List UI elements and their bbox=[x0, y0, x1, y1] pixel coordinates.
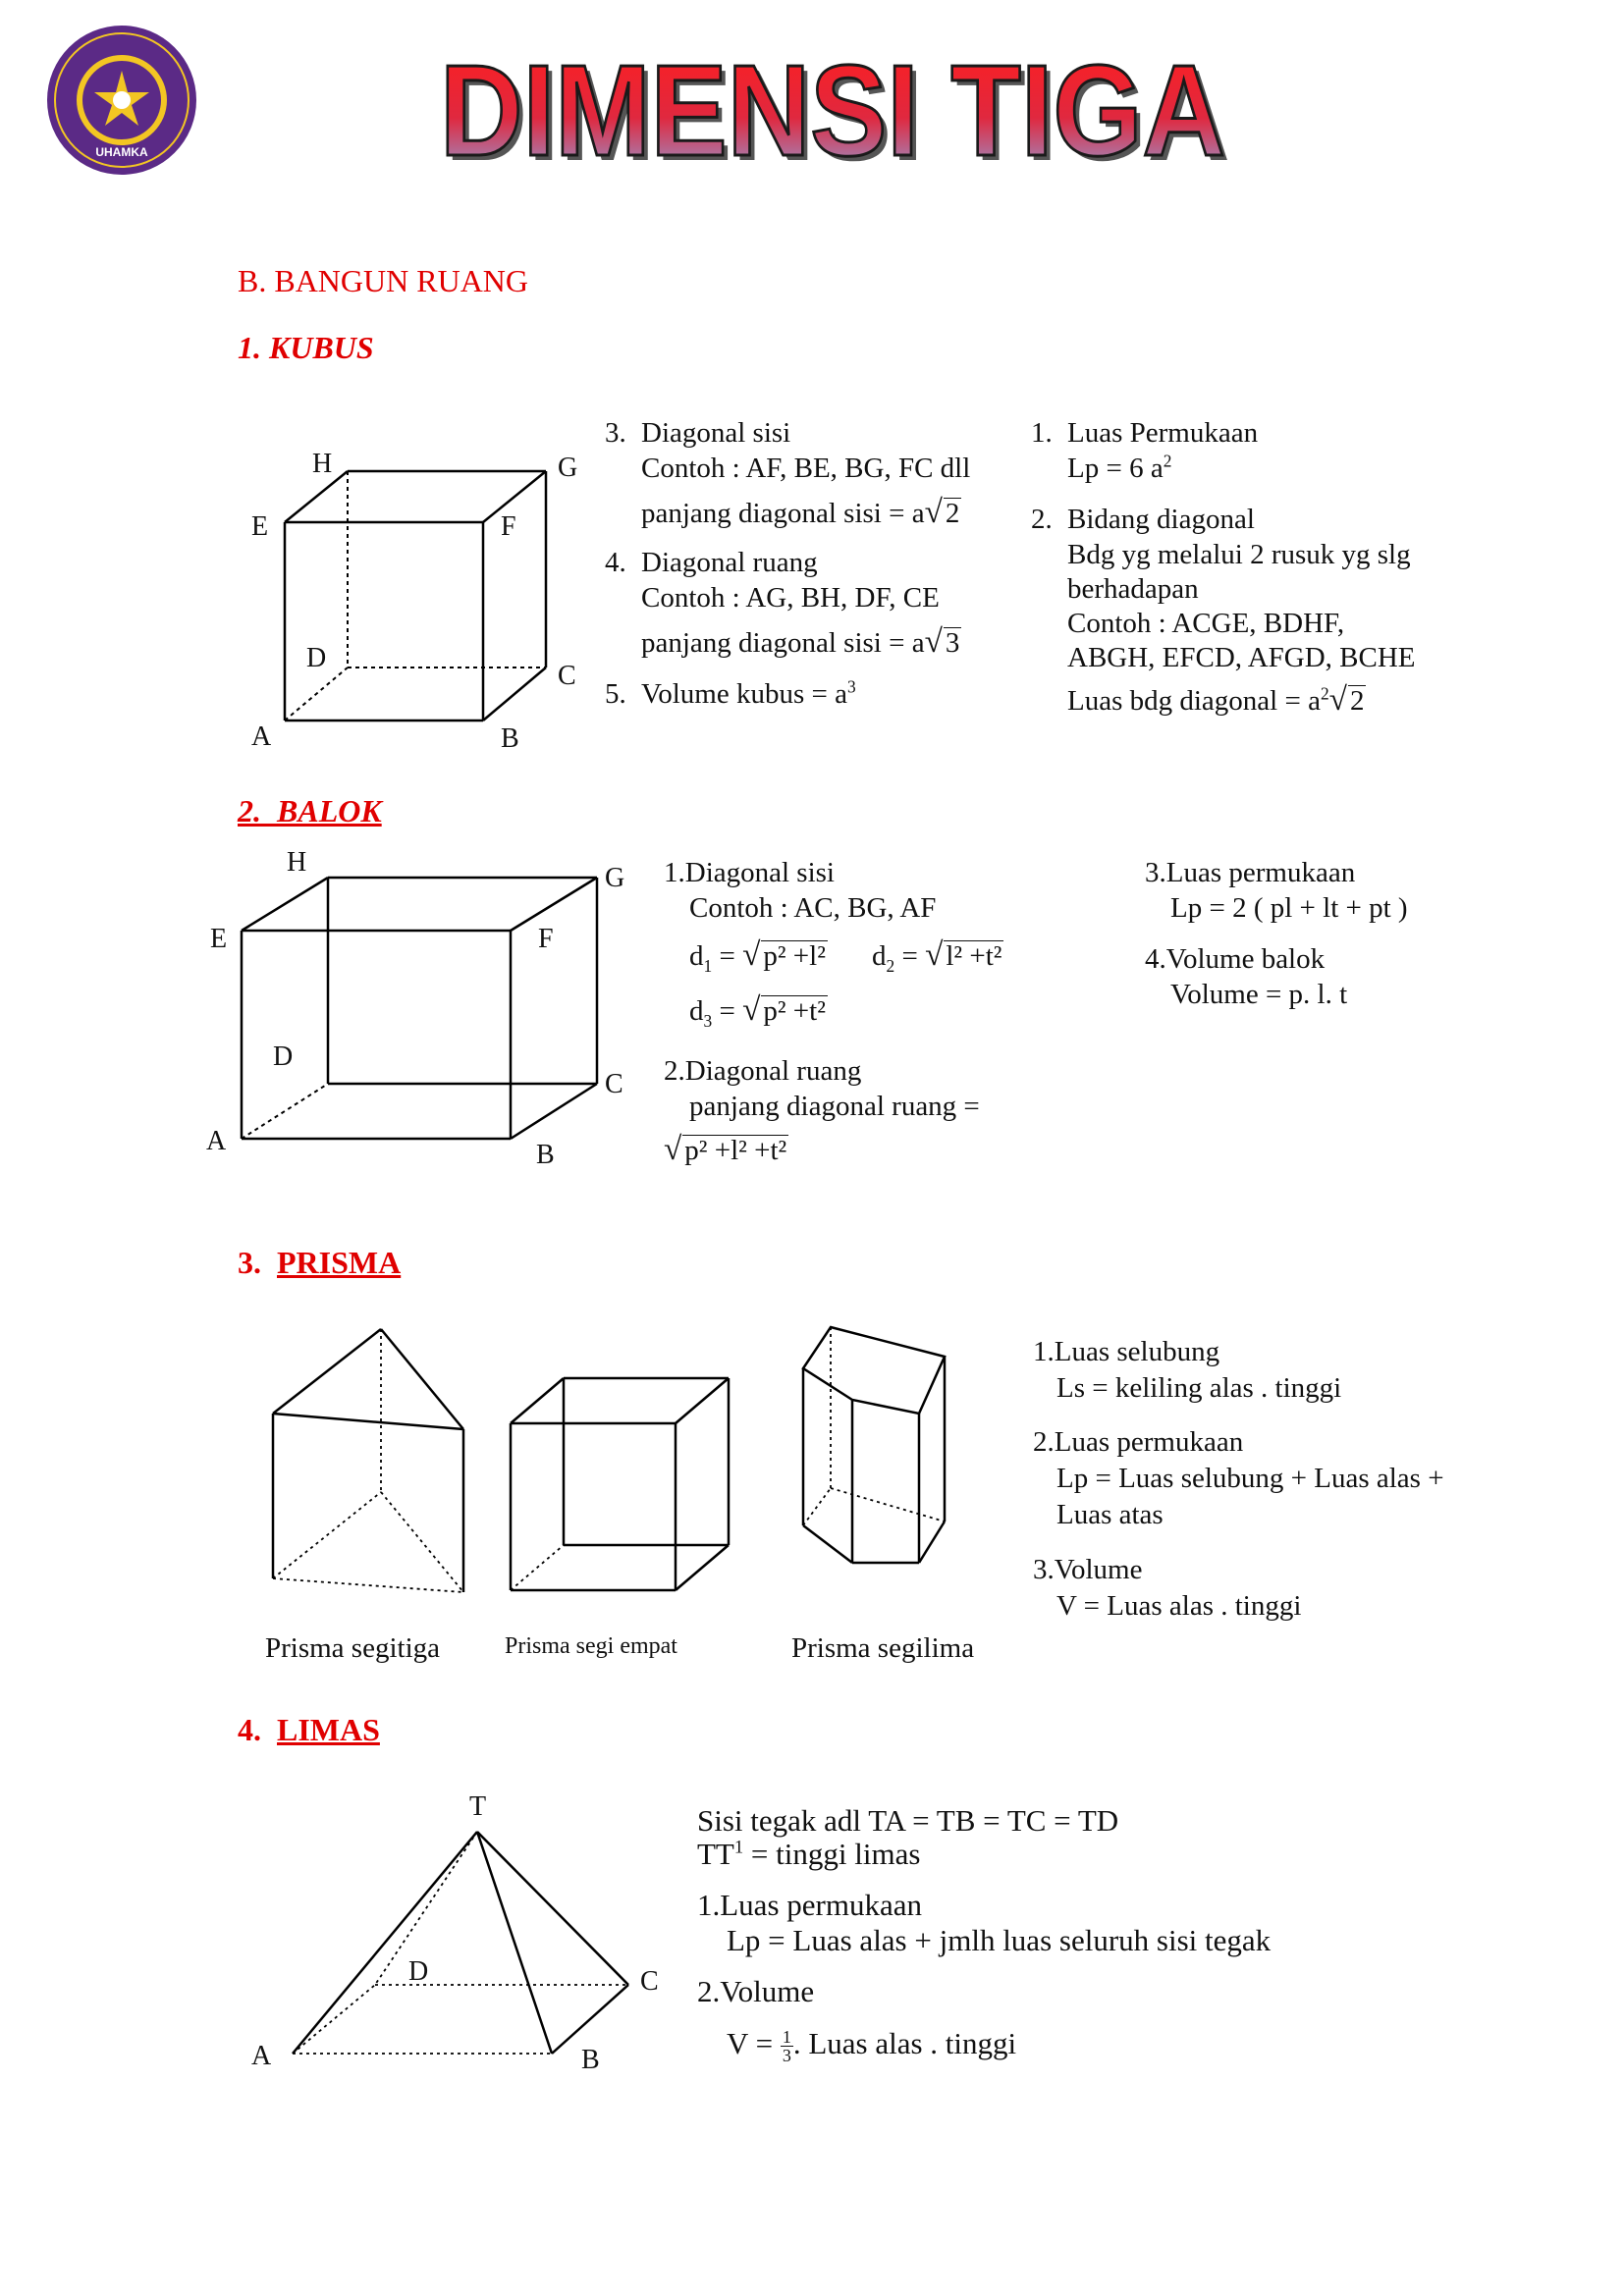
pentagonal-prism-diagram bbox=[801, 1325, 947, 1565]
prisma-item-3-title: 3.Volume bbox=[1033, 1554, 1143, 1585]
triangular-prism-diagram bbox=[271, 1328, 465, 1593]
cuboid-vertex-b: B bbox=[536, 1140, 555, 1170]
balok-item-3-title: 3.Luas permukaan bbox=[1145, 857, 1356, 888]
kubus-item-5-number: 5. bbox=[605, 678, 626, 710]
kubus-item-1-formula: Lp = 6 a2 bbox=[1067, 451, 1172, 484]
cube-vertex-a: A bbox=[251, 721, 272, 752]
section-heading: B. BANGUN RUANG bbox=[238, 263, 529, 298]
cuboid-vertex-h: H bbox=[287, 847, 307, 878]
limas-item-2-title: 2.Volume bbox=[697, 1974, 815, 2008]
balok-item-2-formula: √p² +l² +t² bbox=[664, 1131, 789, 1167]
balok-formula-d1: d1 = √p² +l² bbox=[689, 936, 828, 976]
kubus-item-4-title: Diagonal ruang bbox=[641, 547, 818, 578]
svg-text:DIMENSI TIGA: DIMENSI TIGA bbox=[440, 38, 1225, 175]
kubus-item-3-number: 3. bbox=[605, 417, 626, 449]
caption-pentagonal-prism: Prisma segilima bbox=[791, 1632, 975, 1664]
balok-item-4-formula: Volume = p. l. t bbox=[1170, 979, 1348, 1010]
cube-vertex-e: E bbox=[251, 511, 269, 542]
limas-heading: 4. LIMAS bbox=[238, 1712, 380, 1747]
kubus-item-3-formula: panjang diagonal sisi = a√2 bbox=[641, 494, 962, 530]
cuboid-vertex-g: G bbox=[605, 863, 625, 893]
balok-item-1-title: 1.Diagonal sisi bbox=[664, 857, 835, 888]
kubus-item-1-number: 1. bbox=[1031, 417, 1053, 449]
caption-triangular-prism: Prisma segitiga bbox=[265, 1632, 441, 1664]
kubus-heading: 1. KUBUS bbox=[238, 330, 374, 365]
cuboid-vertex-c: C bbox=[605, 1069, 623, 1099]
kubus-item-3-title: Diagonal sisi bbox=[641, 417, 791, 449]
svg-text:UHAMKA: UHAMKA bbox=[95, 145, 148, 159]
cube-vertex-b: B bbox=[501, 723, 519, 754]
prisma-item-2-formula-cont: Luas atas bbox=[1056, 1499, 1164, 1530]
balok-formula-d3: d3 = √p² +t² bbox=[689, 991, 828, 1031]
kubus-item-2-line2: berhadapan bbox=[1067, 573, 1199, 605]
caption-square-prism: Prisma segi empat bbox=[505, 1633, 677, 1659]
cuboid-diagram bbox=[240, 876, 599, 1141]
balok-item-3-formula: Lp = 2 ( pl + lt + pt ) bbox=[1170, 892, 1408, 924]
cube-vertex-h: H bbox=[312, 449, 333, 479]
balok-heading: 2. BALOK bbox=[238, 793, 382, 828]
prisma-item-1-formula: Ls = keliling alas . tinggi bbox=[1056, 1372, 1342, 1404]
balok-item-1-example: Contoh : AC, BG, AF bbox=[689, 892, 937, 924]
pyramid-vertex-c: C bbox=[640, 1966, 659, 1997]
kubus-item-2-line4: ABGH, EFCD, AFGD, BCHE bbox=[1067, 642, 1416, 673]
prisma-item-3-formula: V = Luas alas . tinggi bbox=[1056, 1590, 1302, 1622]
cuboid-vertex-d: D bbox=[273, 1041, 294, 1072]
cuboid-vertex-f: F bbox=[538, 924, 554, 954]
kubus-item-2-formula: Luas bdg diagonal = a2√2 bbox=[1067, 681, 1367, 718]
uhamka-logo: UHAMKA bbox=[47, 26, 196, 175]
limas-item-1-formula: Lp = Luas alas + jmlh luas seluruh sisi … bbox=[727, 1923, 1272, 1957]
limas-line-1: Sisi tegak adl TA = TB = TC = TD bbox=[697, 1803, 1119, 1838]
prisma-item-2-title: 2.Luas permukaan bbox=[1033, 1426, 1244, 1458]
cube-vertex-g: G bbox=[558, 453, 578, 483]
balok-formula-d2: d2 = √l² +t² bbox=[872, 936, 1004, 976]
pyramid-vertex-d: D bbox=[408, 1956, 429, 1987]
kubus-item-5-formula: Volume kubus = a3 bbox=[641, 676, 856, 710]
pyramid-vertex-b: B bbox=[581, 2045, 600, 2075]
balok-item-2-title: 2.Diagonal ruang bbox=[664, 1055, 862, 1087]
balok-item-2-text: panjang diagonal ruang = bbox=[689, 1091, 980, 1122]
cube-vertex-d: D bbox=[306, 643, 327, 673]
prisma-heading: 3. PRISMA bbox=[238, 1245, 402, 1280]
cube-vertex-c: C bbox=[558, 661, 576, 691]
prisma-item-2-formula: Lp = Luas selubung + Luas alas + bbox=[1056, 1463, 1444, 1494]
limas-item-1-title: 1.Luas permukaan bbox=[697, 1888, 922, 1922]
kubus-item-4-formula: panjang diagonal sisi = a√3 bbox=[641, 623, 962, 660]
kubus-item-2-title: Bidang diagonal bbox=[1067, 504, 1255, 535]
kubus-item-3-example: Contoh : AF, BE, BG, FC dll bbox=[641, 453, 971, 484]
kubus-item-1-title: Luas Permukaan bbox=[1067, 417, 1259, 449]
page-title: DIMENSI TIGA DIMENSI TIGA bbox=[439, 37, 1231, 175]
pyramid-diagram bbox=[292, 1831, 629, 2055]
kubus-item-2-number: 2. bbox=[1031, 504, 1053, 535]
square-prism-diagram bbox=[509, 1376, 731, 1592]
svg-text:DIMENSI TIGA: DIMENSI TIGA bbox=[445, 43, 1230, 175]
kubus-item-4-example: Contoh : AG, BH, DF, CE bbox=[641, 582, 940, 614]
kubus-item-2-line3: Contoh : ACGE, BDHF, bbox=[1067, 608, 1345, 639]
cuboid-vertex-e: E bbox=[210, 924, 228, 954]
limas-line-2: TT1 = tinggi limas bbox=[697, 1837, 921, 1871]
kubus-item-4-number: 4. bbox=[605, 547, 626, 578]
pyramid-vertex-a: A bbox=[251, 2041, 272, 2071]
cuboid-vertex-a: A bbox=[206, 1126, 227, 1156]
pyramid-vertex-t: T bbox=[469, 1791, 487, 1822]
cube-vertex-f: F bbox=[501, 511, 516, 542]
balok-item-4-title: 4.Volume balok bbox=[1145, 943, 1326, 975]
prisma-item-1-title: 1.Luas selubung bbox=[1033, 1336, 1220, 1367]
kubus-item-2-line1: Bdg yg melalui 2 rusuk yg slg bbox=[1067, 539, 1411, 570]
cube-diagram bbox=[283, 469, 548, 722]
